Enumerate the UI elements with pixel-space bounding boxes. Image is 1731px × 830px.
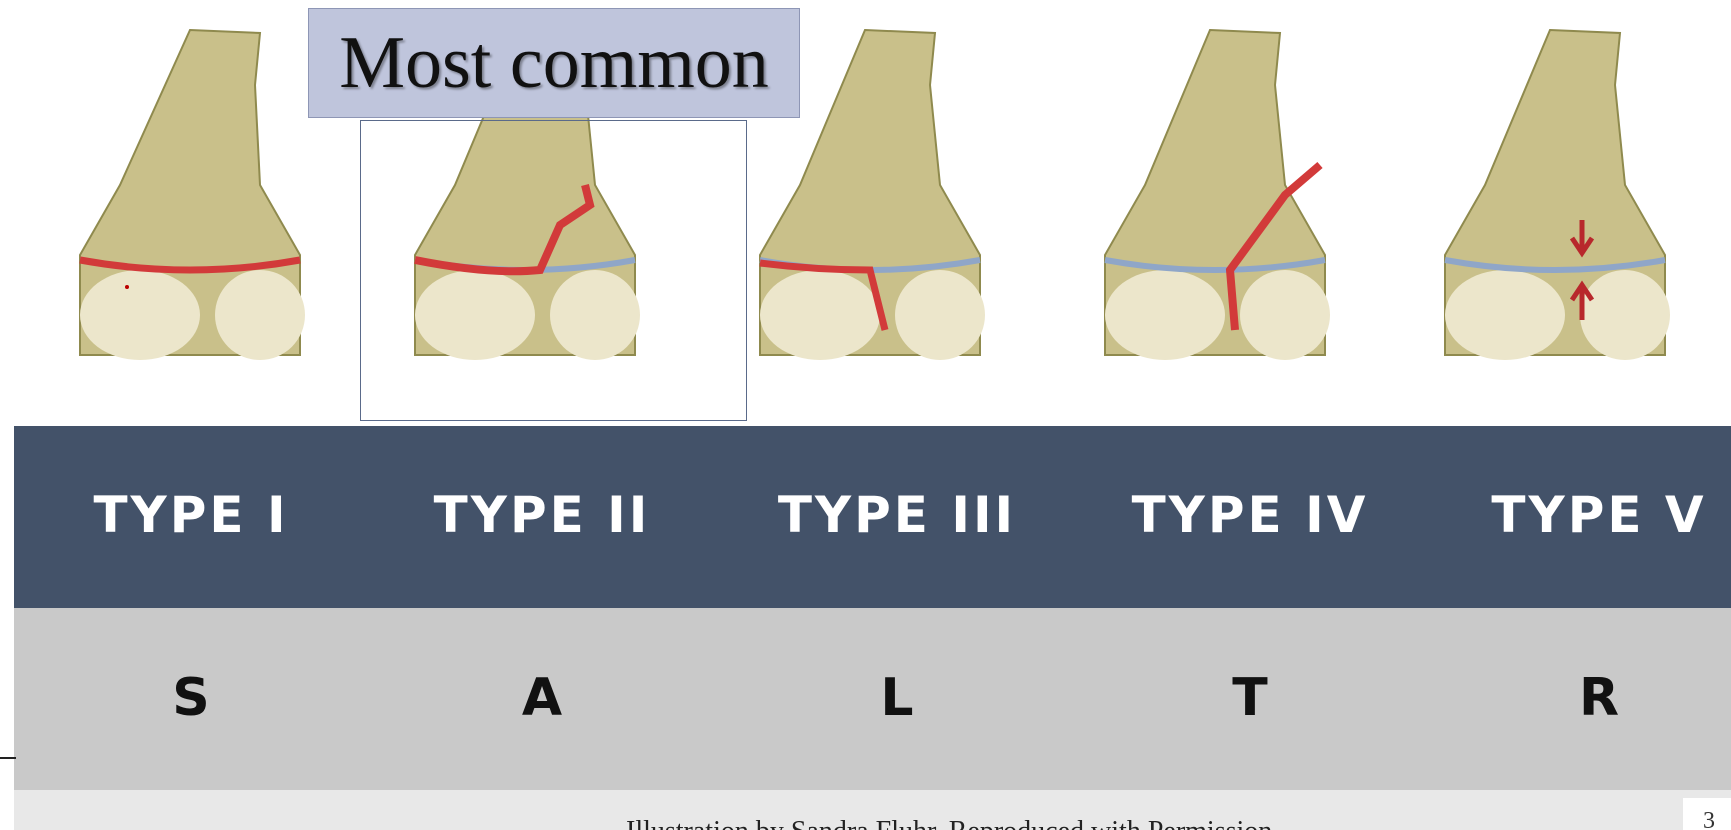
type-label: TYPE I xyxy=(21,486,361,544)
type-label: TYPE IV xyxy=(1080,486,1420,544)
mnemonic-letter: S xyxy=(21,668,361,728)
illustration-credit: Illustration by Sandra Fluhr. Reproduced… xyxy=(626,816,1279,830)
bone-type-1-illustration xyxy=(70,25,340,405)
mnemonic-letter: A xyxy=(372,668,712,728)
mnemonic-letter: L xyxy=(727,668,1067,728)
callout-text: Most common xyxy=(339,21,769,106)
most-common-highlight-frame xyxy=(360,120,747,421)
illustration-row xyxy=(0,0,1731,425)
mnemonic-letter: T xyxy=(1080,668,1420,728)
type-label: TYPE III xyxy=(727,486,1067,544)
divider-mark xyxy=(0,757,16,759)
slide-number: 3 xyxy=(1683,798,1731,830)
type-label-band: TYPE I TYPE II TYPE III TYPE IV TYPE V xyxy=(14,426,1731,608)
mnemonic-letter: R xyxy=(1429,668,1731,728)
credit-band: Illustration by Sandra Fluhr. Reproduced… xyxy=(14,790,1731,830)
type-label: TYPE II xyxy=(372,486,712,544)
bone-type-5-illustration xyxy=(1440,25,1710,405)
type-label: TYPE V xyxy=(1429,486,1731,544)
mnemonic-letter-band: S A L T R xyxy=(14,608,1731,790)
bone-type-4-illustration xyxy=(1100,25,1370,405)
most-common-callout: Most common xyxy=(308,8,800,118)
